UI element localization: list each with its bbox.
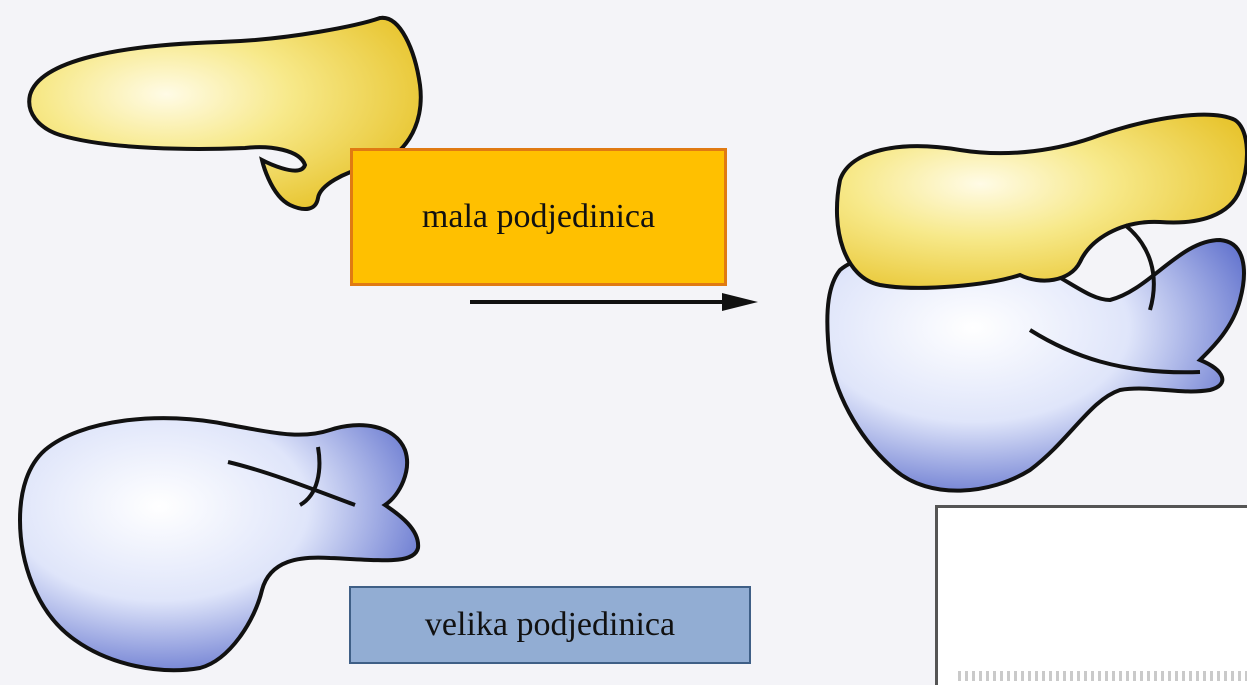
inset-panel — [935, 505, 1247, 685]
small-subunit-label-text: mala podjedinica — [422, 198, 655, 236]
inset-dotted-line — [958, 671, 1247, 681]
large-subunit-label: velika podjedinica — [349, 586, 751, 664]
large-subunit-label-text: velika podjedinica — [425, 606, 675, 644]
small-subunit-label: mala podjedinica — [350, 148, 727, 286]
assembly-arrow-head — [722, 293, 758, 311]
